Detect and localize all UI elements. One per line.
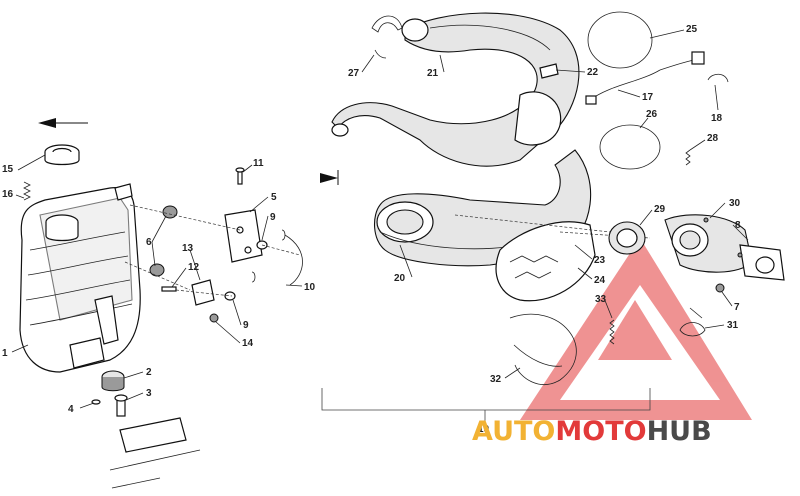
- callout-1: 1: [2, 348, 8, 359]
- callout-21: 21: [427, 68, 439, 79]
- callout-28: 28: [707, 133, 719, 144]
- direction-arrow-right: [320, 173, 338, 183]
- group-bracket-19: [321, 388, 651, 411]
- callout-24: 24: [594, 275, 606, 286]
- callout-19: 19: [478, 424, 490, 435]
- callout-31: 31: [727, 320, 739, 331]
- callout-13: 13: [182, 243, 194, 254]
- callout-14: 14: [242, 338, 254, 349]
- callout-29: 29: [654, 204, 666, 215]
- callout-3: 3: [146, 388, 152, 399]
- direction-arrow-left: [38, 118, 56, 128]
- watermark-word-auto: AUTO: [472, 416, 556, 447]
- exhaust-pipe-assembly: [320, 11, 785, 385]
- callout-leaders: [11, 29, 749, 409]
- callout-32: 32: [490, 374, 502, 385]
- callout-16: 16: [2, 189, 14, 200]
- callout-6: 6: [146, 237, 152, 248]
- callout-9: 9: [270, 212, 276, 223]
- callout-25: 25: [686, 24, 698, 35]
- callout-17: 17: [642, 92, 654, 103]
- callout-7: 7: [734, 302, 740, 313]
- watermark-brand-text: AUTOMOTOHUB: [472, 416, 800, 456]
- muffler-assembly: [19, 118, 201, 489]
- callout-26: 26: [646, 109, 658, 120]
- callout-20: 20: [394, 273, 406, 284]
- callout-22: 22: [587, 67, 599, 78]
- watermark-logo-triangle: [520, 238, 752, 420]
- mount-hardware: [124, 167, 303, 323]
- callout-11: 11: [253, 158, 264, 169]
- callout-10: 10: [304, 282, 316, 293]
- callout-numbers: 1 2 3 4 5 6 7 8 9 9 10 11 12 13 14 15 16…: [2, 24, 741, 435]
- callout-12: 12: [188, 262, 200, 273]
- callout-9-lower: 9: [243, 320, 249, 331]
- callout-30: 30: [729, 198, 741, 209]
- watermark-word-hub: HUB: [646, 416, 712, 447]
- callout-33: 33: [595, 294, 607, 305]
- watermark-word-moto: MOTO: [555, 416, 647, 447]
- callout-5: 5: [271, 192, 277, 203]
- callout-27: 27: [348, 68, 360, 79]
- callout-2: 2: [146, 367, 152, 378]
- callout-18: 18: [711, 113, 723, 124]
- callout-23: 23: [594, 255, 606, 266]
- callout-15: 15: [2, 164, 14, 175]
- callout-4: 4: [68, 404, 74, 415]
- callout-8: 8: [735, 220, 741, 231]
